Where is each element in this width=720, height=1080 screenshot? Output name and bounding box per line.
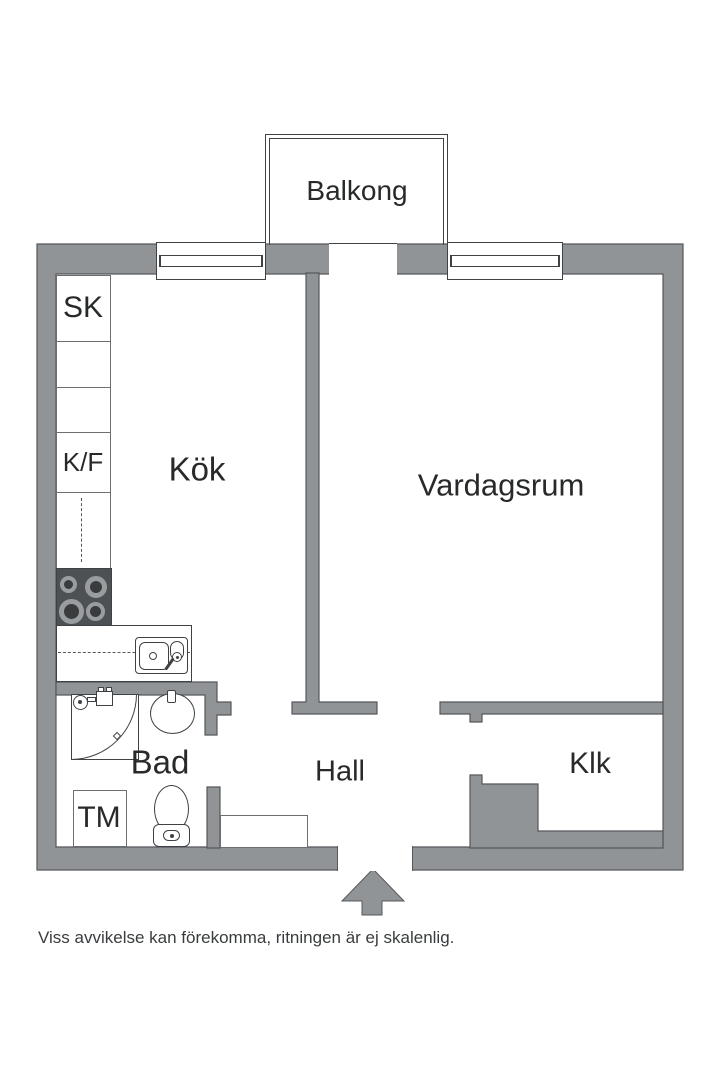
kitchen-window [156, 242, 266, 280]
cabinet-3 [56, 387, 111, 433]
sink-drain [149, 652, 157, 660]
cabinet-sk [56, 275, 111, 342]
cabinet-dishwasher [56, 492, 111, 569]
disclaimer-text: Viss avvikelse kan förekomma, ritningen … [38, 928, 455, 947]
hall-closet-wall [439, 701, 664, 723]
kitchen-window-glazing [159, 255, 263, 267]
shower-pipe [87, 697, 96, 702]
shower-head-dot [78, 700, 82, 704]
shower-mixer [96, 691, 113, 706]
bathroom-wall-upper [55, 681, 232, 736]
entrance-arrow-icon [340, 868, 406, 916]
washing-machine [73, 790, 127, 847]
cabinet-label-kf: K/F [62, 447, 104, 477]
balcony-railing-outer [265, 134, 448, 245]
room-label-bathroom: Bad [130, 743, 190, 781]
entrance-door-opening [337, 846, 413, 871]
bathroom-wall-lower [206, 786, 221, 849]
livingroom-window-glazing [450, 255, 560, 267]
room-label-kitchen: Kök [168, 450, 226, 488]
room-label-hall: Hall [315, 755, 365, 788]
shower-knob-left [98, 687, 104, 692]
burner-bottom-right [86, 602, 105, 621]
livingroom-window [447, 242, 563, 280]
burner-bottom-left [59, 599, 84, 624]
cabinet-label-sk: SK [62, 291, 104, 324]
kitchen-livingroom-wall [291, 272, 378, 715]
dishwasher-dashed-line [81, 498, 82, 562]
room-label-closet: Klk [569, 747, 611, 780]
cabinet-fridge-freezer [56, 432, 111, 493]
appliance-label-tm: TM [77, 801, 121, 834]
faucet-dot [176, 656, 179, 659]
burner-top-left [60, 576, 77, 593]
burner-top-right [85, 576, 107, 598]
bathroom-sink-tap [167, 690, 176, 703]
closet-corner-mass [469, 774, 664, 849]
room-label-balcony: Balkong [306, 175, 408, 206]
balcony-railing-inner [269, 138, 444, 245]
counter-dashed-line [58, 652, 190, 653]
shower-knob-right [106, 687, 112, 692]
room-label-livingroom: Vardagsrum [417, 467, 585, 503]
hall-doorstep [220, 815, 308, 848]
toilet-button-dot [170, 834, 174, 838]
balcony-door-opening [329, 243, 397, 275]
cabinet-2 [56, 341, 111, 388]
